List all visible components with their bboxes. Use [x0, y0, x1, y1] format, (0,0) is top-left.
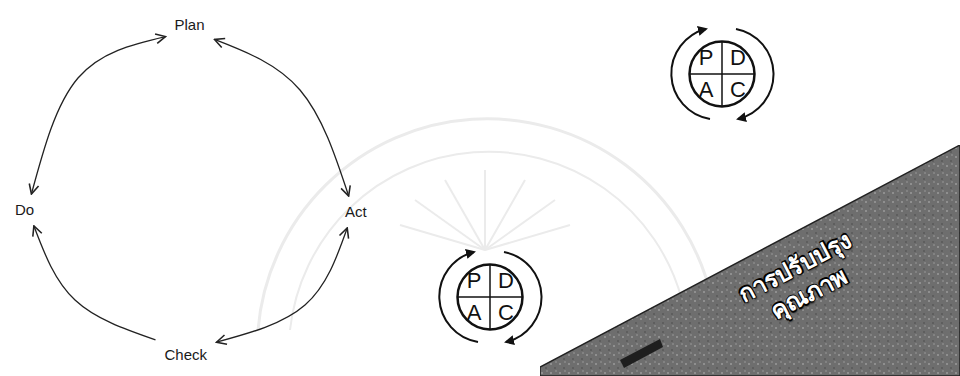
- quadrant-letter: A: [467, 301, 482, 325]
- cycle-stage: Plan: [171, 14, 210, 36]
- quadrant-cell: C: [491, 298, 521, 328]
- cycle-arrow: [34, 226, 156, 340]
- cycle-stage: Check: [161, 344, 212, 366]
- quadrant-letter: A: [699, 78, 714, 102]
- quadrant-cell: A: [691, 75, 721, 105]
- quadrant-cell: D: [723, 43, 753, 73]
- cycle-arrow: [31, 37, 165, 194]
- wedge-stopper: [620, 339, 663, 368]
- quadrant-cell: A: [459, 298, 489, 328]
- quadrant-cell: P: [459, 266, 489, 296]
- quadrant-letter: P: [467, 269, 482, 293]
- cycle-stage: Act: [341, 201, 371, 223]
- cycle-arrow: [217, 228, 348, 342]
- quadrant-letter: C: [498, 301, 514, 325]
- pdca-wheel: PDAC: [688, 40, 756, 108]
- quadrant-cell: C: [723, 75, 753, 105]
- quality-ramp: การปรับปรุง คุณภาพ: [540, 145, 960, 376]
- stage-name: Act: [345, 203, 367, 221]
- ramp-shape: [540, 145, 960, 376]
- stage-name: Check: [165, 346, 208, 364]
- stage-name: Plan: [175, 16, 206, 34]
- cycle-arrow: [215, 39, 349, 196]
- quadrant-cell: P: [691, 43, 721, 73]
- quadrant-letter: D: [498, 269, 514, 293]
- quadrant-cell: D: [491, 266, 521, 296]
- quadrant-letter: D: [730, 46, 746, 70]
- cycle-stage: Do: [11, 199, 39, 221]
- stage-name: Do: [15, 201, 35, 219]
- watermark-seal: [258, 119, 712, 330]
- pdca-wheel: PDAC: [456, 263, 524, 331]
- quadrant-letter: P: [699, 46, 714, 70]
- quadrant-letter: C: [730, 78, 746, 102]
